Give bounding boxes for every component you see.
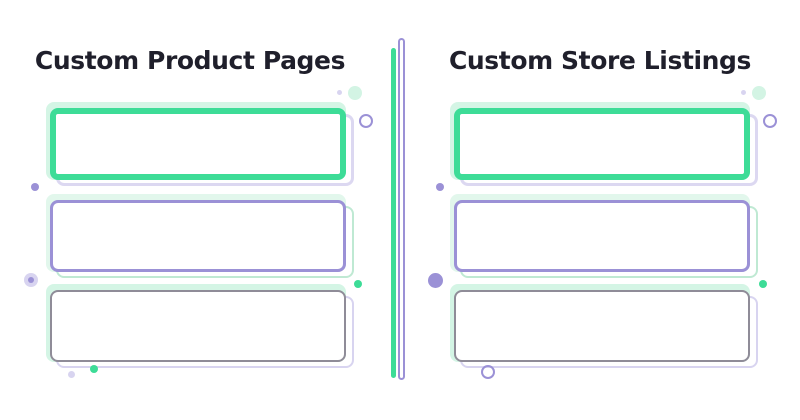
page-card-secondary <box>46 194 354 278</box>
decor-dot-icon <box>759 280 767 288</box>
panel-custom-product-pages: Custom Product Pages <box>0 0 380 420</box>
decor-dot-icon <box>68 371 75 378</box>
panel-title: Custom Store Listings <box>448 46 752 75</box>
listing-card-tertiary <box>450 284 758 368</box>
panel-custom-store-listings: Custom Store Listings <box>410 0 790 420</box>
decor-dot-icon <box>436 183 444 191</box>
decor-dot-icon <box>90 365 98 373</box>
decor-dot-icon <box>31 183 39 191</box>
decor-dot-icon <box>752 86 766 100</box>
decor-dot-icon <box>28 277 34 283</box>
page-card-primary <box>46 102 354 186</box>
decor-ring-icon <box>359 114 373 128</box>
listing-card-secondary <box>450 194 758 278</box>
decor-dot-icon <box>428 273 443 288</box>
decor-dot-icon <box>337 90 342 95</box>
listing-card-primary <box>450 102 758 186</box>
center-divider <box>391 38 407 380</box>
decor-dot-icon <box>741 90 746 95</box>
decor-ring-icon <box>763 114 777 128</box>
panel-title: Custom Product Pages <box>34 46 346 75</box>
page-card-tertiary <box>46 284 354 368</box>
decor-ring-icon <box>481 365 495 379</box>
decor-dot-icon <box>354 280 362 288</box>
decor-dot-icon <box>348 86 362 100</box>
